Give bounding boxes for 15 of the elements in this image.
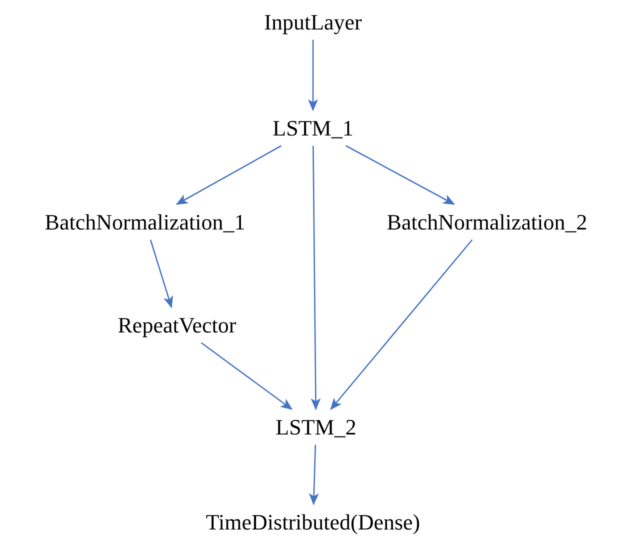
- arrow: [310, 146, 321, 410]
- arrow: [176, 145, 282, 205]
- layer-label: RepeatVector: [118, 311, 236, 339]
- arrow: [200, 342, 293, 410]
- layer-label: TimeDistributed(Dense): [206, 508, 420, 536]
- arrow: [150, 240, 173, 308]
- arrow: [330, 239, 473, 410]
- arrow: [308, 40, 318, 112]
- layer-label: LSTM_2: [276, 413, 356, 441]
- arrow: [308, 444, 319, 506]
- layer-label: InputLayer: [264, 8, 362, 36]
- arrow: [346, 145, 456, 205]
- layer-label: LSTM_1: [272, 114, 354, 142]
- layer-label: BatchNormalization_2: [386, 208, 588, 236]
- layer-label: BatchNormalization_1: [44, 208, 246, 236]
